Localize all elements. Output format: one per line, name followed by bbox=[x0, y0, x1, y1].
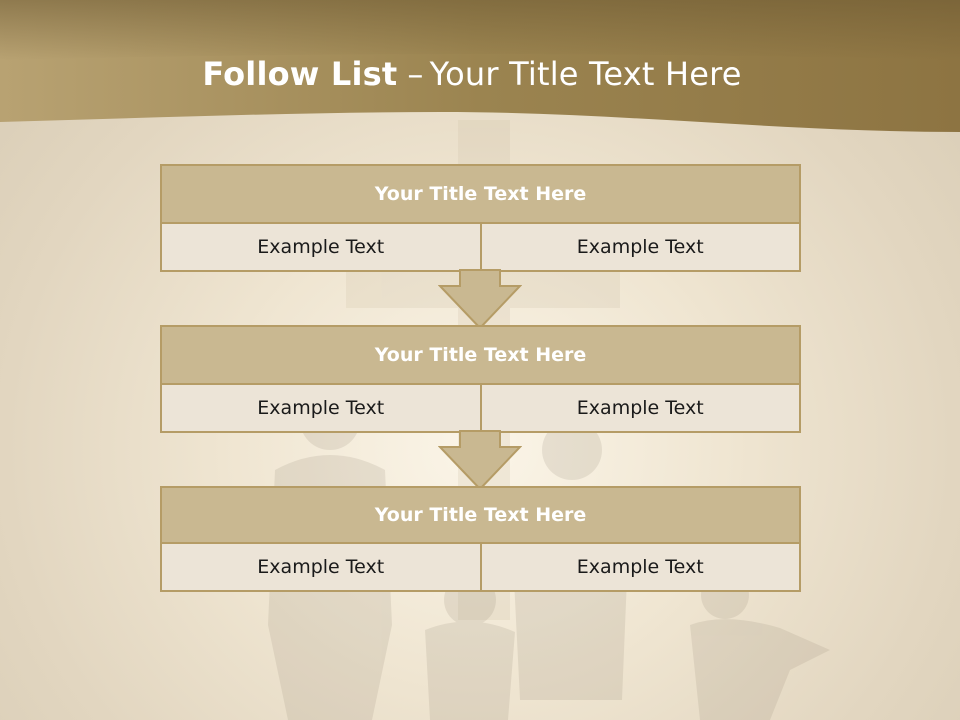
block-row: Example Text Example Text bbox=[162, 385, 799, 431]
block-cell-left: Example Text bbox=[257, 236, 385, 258]
block-cell-left: Example Text bbox=[257, 556, 385, 578]
block-title: Your Title Text Here bbox=[162, 166, 799, 224]
title-dash: – bbox=[407, 55, 424, 93]
block-cell-right: Example Text bbox=[479, 385, 800, 431]
list-block-1: Your Title Text Here Example Text Exampl… bbox=[160, 164, 801, 272]
down-arrow-icon bbox=[438, 430, 522, 491]
block-title: Your Title Text Here bbox=[162, 488, 799, 544]
block-cell-right: Example Text bbox=[479, 224, 800, 270]
slide-title: Follow List–Your Title Text Here bbox=[0, 55, 944, 93]
block-cell-left: Example Text bbox=[257, 397, 385, 419]
title-rest-text: Your Title Text Here bbox=[429, 55, 742, 93]
block-row: Example Text Example Text bbox=[162, 224, 799, 270]
title-banner bbox=[0, 0, 960, 132]
title-bold-text: Follow List bbox=[202, 55, 398, 93]
list-block-2: Your Title Text Here Example Text Exampl… bbox=[160, 325, 801, 433]
block-cell-right: Example Text bbox=[479, 544, 800, 590]
down-arrow-icon bbox=[438, 269, 522, 330]
list-block-3: Your Title Text Here Example Text Exampl… bbox=[160, 486, 801, 592]
block-row: Example Text Example Text bbox=[162, 544, 799, 590]
block-title: Your Title Text Here bbox=[162, 327, 799, 385]
